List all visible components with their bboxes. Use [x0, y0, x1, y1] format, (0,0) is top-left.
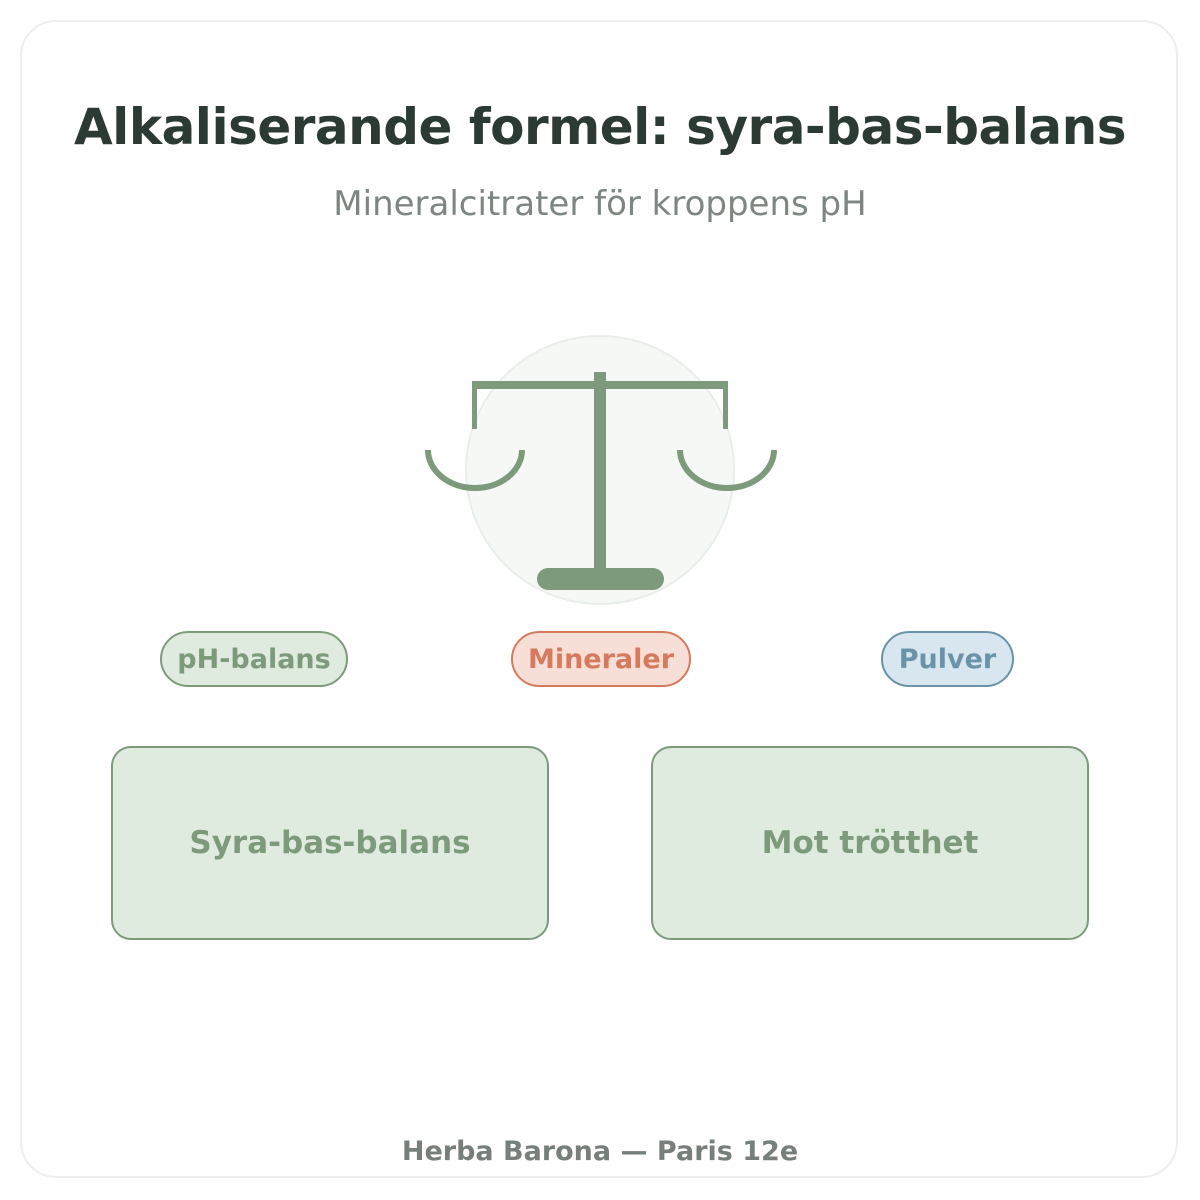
- footer-text: Herba Barona — Paris 12e: [401, 1136, 799, 1167]
- benefit-label: Syra-bas-balans: [189, 825, 471, 861]
- balance-scale-icon: [400, 320, 800, 620]
- tag-mineraler: Mineraler: [511, 631, 691, 687]
- page-subtitle: Mineralcitrater för kroppens pH: [333, 184, 867, 224]
- benefit-card-mot-trotthet: Mot trötthet: [651, 746, 1089, 940]
- tag-ph-balans: pH-balans: [160, 631, 348, 687]
- tag-pulver: Pulver: [881, 631, 1014, 687]
- benefit-card-syra-bas-balans: Syra-bas-balans: [111, 746, 549, 940]
- page-title: Alkaliserande formel: syra-bas-balans: [73, 98, 1127, 156]
- benefit-label: Mot trötthet: [761, 825, 979, 861]
